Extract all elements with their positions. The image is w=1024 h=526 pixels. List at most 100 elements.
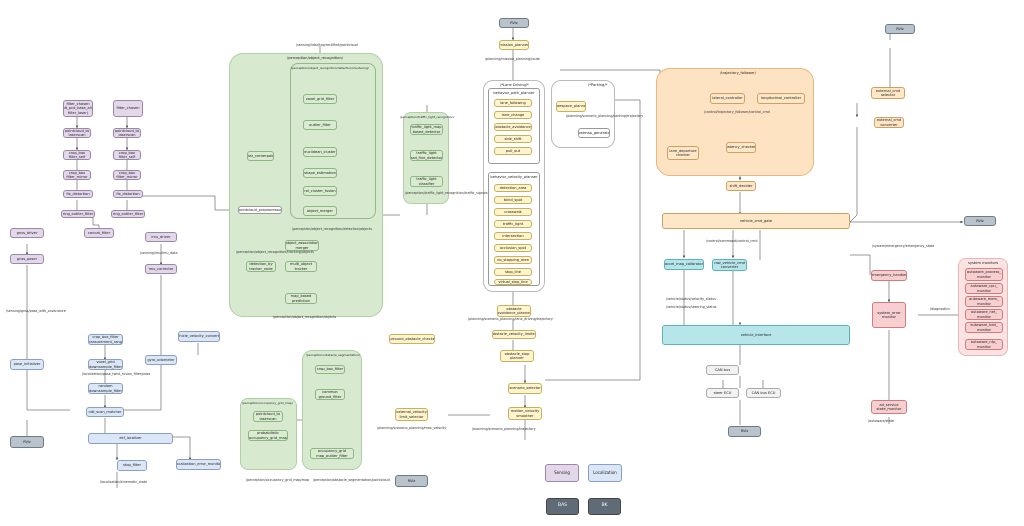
bv-stop-line[interactable]: stop_line [494, 268, 532, 276]
rviz-left-node[interactable]: RViz [10, 436, 44, 448]
detection-by-tracker-node[interactable]: detection_by tracker_node [246, 261, 276, 272]
lane-departure-checker-node[interactable]: lane_departure checker [667, 146, 699, 160]
scenario-selector-node[interactable]: scenario_selector [508, 383, 542, 394]
rviz-right-node[interactable]: RViz [964, 216, 996, 226]
bv-virtual-stop-line[interactable]: virtual_stop_line [494, 279, 532, 285]
pointcloud-to-laserscan-right[interactable]: pointcloud_to laserscan [113, 128, 141, 138]
bv-blind-spot[interactable]: blind_spot [494, 196, 532, 204]
bp-lane-following[interactable]: lane_following [494, 99, 532, 107]
tl-map-detector-node[interactable]: traffic_light_map based_detector [410, 124, 443, 135]
obstacle-stop-planner-node[interactable]: obstacle_stop planner [500, 350, 534, 362]
external-cmd-selector-node[interactable]: external_cmd selector [871, 87, 905, 99]
external-cmd-converter-node[interactable]: external_cmd converter [874, 117, 904, 128]
common-ground-filter-node[interactable]: common ground_filter [315, 389, 345, 400]
bp-obstacle-avoidance[interactable]: obstacle_avoidance [494, 123, 532, 131]
crop-box-self-left[interactable]: crop_box filter_self [63, 150, 91, 160]
pointcloud-preprocessor-node[interactable]: pointcloud_preprocessor [238, 206, 282, 214]
mem-monitor-node[interactable]: autoware_mem_ monitor [965, 296, 1003, 307]
tl-ssd-detector-node[interactable]: traffic_light ssd_fine_detector [410, 150, 443, 161]
costmap-generator-node[interactable]: costmap_generator [578, 128, 610, 138]
ntp-monitor-node[interactable]: autoware_ntp_ monitor [965, 339, 1003, 350]
imu-driver-node[interactable]: imu_driver [145, 232, 177, 242]
gnss-driver-node[interactable]: gnss_driver [10, 228, 44, 238]
crop-box-measurement-node[interactable]: crop_box_filter measurement_range [88, 334, 123, 345]
rviz-top-node[interactable]: RViz [499, 18, 529, 28]
bp-pull-out[interactable]: pull_out [494, 147, 532, 155]
roi-cluster-fusion-node[interactable]: roi_cluster_fusion [303, 186, 337, 196]
ekf-localizer-node[interactable]: ekf_localizer [88, 433, 173, 444]
obstacle-velocity-limiter-node[interactable]: obstacle_velocity_limiter [492, 330, 536, 339]
longitudinal-controller-node[interactable]: longitudinal_controller [757, 93, 805, 104]
back-button[interactable]: BAS [546, 498, 579, 515]
bv-occlusion-spot[interactable]: occlusion_spot [494, 244, 532, 252]
rviz-external-node[interactable]: RViz [885, 24, 915, 34]
system-error-monitor-node[interactable]: system_error monitor [872, 302, 906, 328]
can-bus-ecu-node[interactable]: CAN bus ECU [746, 388, 781, 398]
shape-estimation-node[interactable]: shape_estimation [303, 168, 337, 178]
imu-corrector-node[interactable]: imu_corrector [145, 264, 177, 274]
stop-filter-node[interactable]: stop_filter [117, 460, 147, 471]
tl-classifier-node[interactable]: traffic_light classifier [410, 176, 443, 187]
obstacle-avoidance-planner-node[interactable]: obstacle avoidance_planner [497, 305, 531, 317]
cpu-monitor-node[interactable]: autoware_cpu_ monitor [965, 283, 1003, 294]
pointcloud-to-laserscan-occ[interactable]: pointcloud_to laserscan [253, 411, 283, 422]
object-association-node[interactable]: object_association merger [285, 240, 319, 251]
crop-box-filter-node[interactable]: crop_box_filter [315, 365, 345, 374]
lateral-controller-node[interactable]: lateral_controller [710, 93, 745, 104]
pose-initializer-node[interactable]: pose_initializer [10, 359, 44, 370]
accel-map-calibrator-node[interactable]: accel_map_calibrator [664, 259, 704, 270]
voxel-grid-filter-node[interactable]: voxel_grid_filter [303, 94, 337, 104]
emergency-handler-node[interactable]: emergency_handler [871, 270, 907, 281]
rviz-vehicle-node[interactable]: RViz [728, 426, 761, 437]
can-bus-node[interactable]: CAN bus [706, 365, 739, 375]
next-button[interactable]: BK [588, 498, 621, 515]
bv-detection-area[interactable]: detection_area [494, 184, 532, 192]
fix-distortion-left[interactable]: fix_distortion [63, 190, 93, 198]
motion-velocity-smoother-node[interactable]: motion_velocity smoother [508, 407, 542, 420]
crop-box-mirror-left[interactable]: crop_box filter_mirror [63, 170, 91, 180]
bv-intersection[interactable]: intersection [494, 232, 532, 240]
gyro-odometer-node[interactable]: gyro_odometer [145, 355, 177, 365]
ad-service-state-monitor-node[interactable]: ad_service state_monitor [871, 400, 907, 414]
shift-decider-node[interactable]: shift_decider [726, 181, 756, 191]
filter-chosen-node[interactable]: filter_chosen (ndt_pcd_base_align filter… [63, 100, 93, 117]
gnss-poser-node[interactable]: gnss_poser [10, 254, 44, 264]
mission-planner-node[interactable]: mission_planner [499, 40, 529, 50]
surround-obstacle-checker-node[interactable]: surround_obstacle_checker [389, 334, 435, 344]
voxel-downsample-node[interactable]: voxel_grid downsample_filter [88, 359, 123, 370]
latency-checker-node[interactable]: latency_checker [726, 142, 756, 153]
bp-lane-change[interactable]: lane_change [494, 111, 532, 119]
map-based-prediction-node[interactable]: map_based prediction [285, 293, 317, 304]
raw-vehicle-cmd-converter-node[interactable]: raw_vehicle_cmd converter [712, 259, 747, 271]
object-merger-node[interactable]: object_merger [303, 206, 337, 216]
crop-box-mirror-right[interactable]: crop_box filter_mirror [113, 170, 141, 180]
freespace-planner-node[interactable]: freespace_planner [556, 101, 586, 112]
ndt-scan-matcher-node[interactable]: ndt_scan_matcher [86, 407, 124, 417]
lidar-centerpoint-node[interactable]: lidar_centerpoint [247, 151, 274, 161]
localization-error-monitor-node[interactable]: localization_error_monitor [176, 459, 221, 470]
net-monitor-node[interactable]: autoware_net_ monitor [965, 309, 1003, 320]
vehicle-interface-node[interactable]: vehicle_interface [662, 325, 850, 345]
vehicle-velocity-converter-node[interactable]: vehicle_velocity_converter [178, 331, 220, 342]
pointcloud-to-laserscan-left[interactable]: pointcloud_to laserscan [63, 128, 91, 138]
fix-distortion-right[interactable]: fix_distortion [113, 190, 143, 198]
bv-no-stopping-area[interactable]: no_stopping_area [494, 256, 532, 264]
bv-traffic-light[interactable]: traffic_light [494, 220, 532, 228]
concat-filter-node[interactable]: concat_filter [84, 228, 114, 238]
ring-outlier-left[interactable]: ring_outlier_filter [61, 210, 95, 218]
bv-crosswalk[interactable]: crosswalk [494, 208, 532, 216]
filter-chosen2-node[interactable]: filter_chosen [113, 100, 143, 117]
rviz-planning-node[interactable]: RViz [395, 475, 428, 487]
probabilistic-occupancy-node[interactable]: probabilistic occupancy_grid_map [248, 430, 288, 441]
steer-ecu-node[interactable]: steer ECU [706, 388, 739, 398]
external-velocity-selector-node[interactable]: external_velocity limit_selector [395, 408, 428, 421]
euclidean-cluster-node[interactable]: euclidean_cluster [303, 147, 337, 157]
occupancy-outlier-filter-node[interactable]: occupancy_grid map_outlier_filter [310, 448, 354, 459]
outlier-filter-node[interactable]: outlier_filter [303, 120, 337, 130]
bp-side-shift[interactable]: side_shift [494, 135, 532, 143]
crop-box-self-right[interactable]: crop_box filter_self [113, 150, 141, 160]
vehicle-cmd-gate-node[interactable]: vehicle_cmd_gate [662, 213, 850, 229]
process-monitor-node[interactable]: autoware_process_ monitor [965, 268, 1003, 281]
ring-outlier-right[interactable]: ring_outlier_filter [111, 210, 145, 218]
hdd-monitor-node[interactable]: autoware_hdd_ monitor [965, 322, 1003, 333]
